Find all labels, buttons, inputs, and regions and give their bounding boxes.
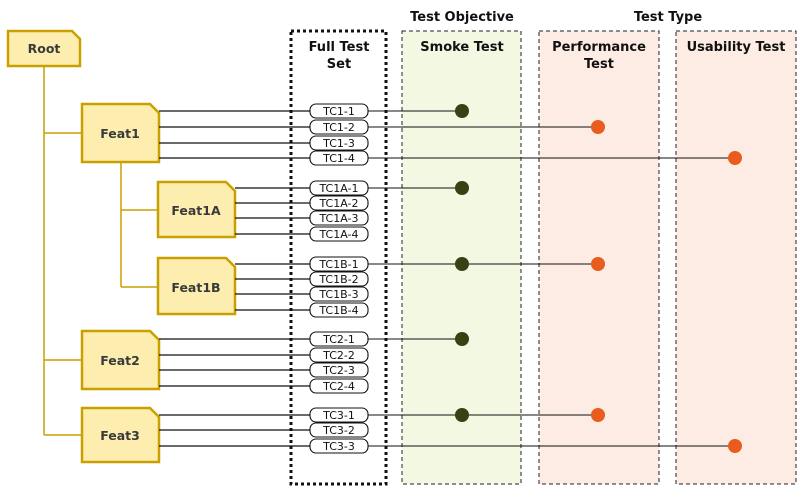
smoke-test-marker (455, 332, 469, 346)
test-case-pill[interactable] (309, 362, 369, 378)
test-case-row: TC1-3 (159, 135, 369, 151)
test-case-pill[interactable] (309, 103, 369, 119)
test-case-label: TC1B-2 (318, 273, 358, 286)
test-case-label: TC1A-4 (318, 228, 358, 241)
test-case-row: TC1-2 (159, 119, 605, 135)
test-case-label: TC1A-3 (318, 212, 358, 225)
smoke-test-marker (455, 181, 469, 195)
test-case-pill[interactable] (309, 378, 369, 394)
test-case-label: TC1-2 (322, 121, 355, 134)
test-case-row: TC1B-3 (235, 286, 369, 302)
test-case-label: TC3-2 (322, 424, 355, 437)
test-case-pill[interactable] (309, 210, 369, 226)
smoke-test-marker (455, 257, 469, 271)
test-case-pill[interactable] (309, 226, 369, 242)
test-case-label: TC2-2 (322, 349, 355, 362)
test-case-pill[interactable] (309, 256, 369, 272)
feature-node-feat1b[interactable]: Feat1B (156, 256, 237, 316)
test-objective-header: Test Objective (410, 10, 514, 25)
smoke-test-marker (455, 104, 469, 118)
test-case-label: TC1B-4 (318, 304, 358, 317)
full-test-set-header-line2: Set (327, 57, 351, 72)
usability-test-marker (728, 439, 742, 453)
test-case-label: TC3-1 (322, 409, 355, 422)
smoke-test-marker (455, 408, 469, 422)
performance-test-marker (591, 408, 605, 422)
test-case-pill[interactable] (309, 286, 369, 302)
test-case-label: TC3-3 (322, 440, 355, 453)
test-case-row: TC2-1 (159, 331, 469, 347)
smoke-test-header: Smoke Test (420, 40, 503, 55)
feature-label-feat1a: Feat1A (171, 203, 221, 218)
test-type-header: Test Type (634, 10, 703, 25)
performance-test-marker (591, 257, 605, 271)
test-case-row: TC1B-1 (235, 256, 605, 272)
test-case-row: TC3-2 (159, 422, 369, 438)
test-case-label: TC2-1 (322, 333, 355, 346)
test-case-row: TC2-4 (159, 378, 369, 394)
test-case-pill[interactable] (309, 135, 369, 151)
test-case-pill[interactable] (309, 195, 369, 211)
test-case-pill[interactable] (309, 302, 369, 318)
test-case-pill[interactable] (309, 180, 369, 196)
usability-test-marker (728, 151, 742, 165)
test-case-pill[interactable] (309, 150, 369, 166)
feature-label-feat1b: Feat1B (171, 280, 220, 295)
feature-tree-connectors (43, 66, 158, 436)
performance-test-header-line2: Test (584, 57, 614, 72)
test-case-row: TC1-1 (159, 103, 469, 119)
test-case-row: TC3-3 (159, 438, 742, 454)
test-case-rows: TC1-1TC1-2TC1-3TC1-4TC1A-1TC1A-2TC1A-3TC… (159, 103, 742, 454)
test-case-row: TC1A-3 (235, 210, 369, 226)
feature-node-feat3[interactable]: Feat3 (80, 406, 161, 464)
full-test-set-header-line1: Full Test (309, 40, 370, 55)
test-case-row: TC1A-4 (235, 226, 369, 242)
test-case-row: TC1A-1 (235, 180, 469, 196)
test-case-label: TC1-4 (322, 152, 355, 165)
test-case-label: TC2-4 (322, 380, 355, 393)
test-case-row: TC3-1 (159, 407, 605, 423)
feature-label-feat1: Feat1 (100, 126, 140, 141)
test-case-pill[interactable] (309, 119, 369, 135)
test-case-label: TC1B-1 (318, 258, 358, 271)
test-case-pill[interactable] (309, 271, 369, 287)
test-case-row: TC1B-2 (235, 271, 369, 287)
test-case-pill[interactable] (309, 347, 369, 363)
test-case-row: TC2-2 (159, 347, 369, 363)
test-case-pill[interactable] (309, 422, 369, 438)
test-case-row: TC1-4 (159, 150, 742, 166)
feature-node-feat1a[interactable]: Feat1A (156, 180, 237, 239)
usability-test-header: Usability Test (687, 40, 786, 55)
feature-label-feat2: Feat2 (100, 353, 140, 368)
feature-label-feat3: Feat3 (100, 428, 140, 443)
test-case-pill[interactable] (309, 407, 369, 423)
test-case-row: TC1A-2 (235, 195, 369, 211)
test-case-label: TC1A-2 (318, 197, 358, 210)
feature-label-root: Root (28, 41, 61, 56)
feature-node-root[interactable]: Root (6, 29, 82, 68)
feature-node-feat1[interactable]: Feat1 (80, 102, 161, 164)
test-case-label: TC2-3 (322, 364, 355, 377)
feature-node-feat2[interactable]: Feat2 (80, 329, 161, 391)
usability-test-column (675, 30, 797, 485)
performance-test-header-line1: Performance (552, 40, 646, 55)
test-case-label: TC1B-3 (318, 288, 358, 301)
test-case-pill[interactable] (309, 438, 369, 454)
test-case-label: TC1-3 (322, 137, 355, 150)
performance-test-marker (591, 120, 605, 134)
test-case-label: TC1-1 (322, 105, 355, 118)
test-case-label: TC1A-1 (318, 182, 358, 195)
full-test-set-column (289, 29, 388, 486)
test-case-pill[interactable] (309, 331, 369, 347)
test-case-row: TC1B-4 (235, 302, 369, 318)
test-case-row: TC2-3 (159, 362, 369, 378)
